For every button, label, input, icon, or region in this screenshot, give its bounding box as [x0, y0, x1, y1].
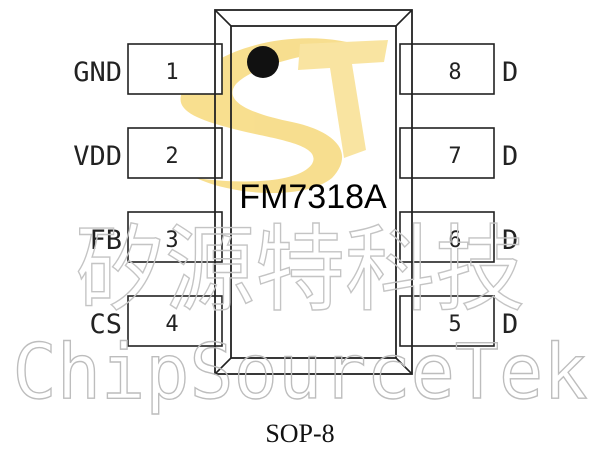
pin-5-lead: [399, 295, 495, 347]
chip-body: FM7318A: [214, 9, 413, 375]
pin-7-lead: [399, 127, 495, 179]
pin-2-name: VDD: [73, 141, 122, 172]
chip-part-number: FM7318A: [239, 178, 387, 216]
pin-7-number: 7: [448, 144, 461, 169]
pin-3-lead: [127, 211, 223, 263]
pin-2: 2 VDD: [73, 127, 223, 179]
pin-1: 1 GND: [73, 43, 223, 95]
logo-swoosh-s: [180, 38, 368, 194]
pin-3-number: 3: [165, 228, 178, 253]
pin-6-lead: [399, 211, 495, 263]
watermark-english: ChipSourceTek: [13, 327, 588, 416]
package-label: SOP-8: [265, 419, 334, 448]
pin-5-number: 5: [448, 312, 461, 337]
pin1-marker-dot: [247, 46, 279, 78]
pin-1-number: 1: [165, 60, 178, 85]
pin-6-number: 6: [448, 228, 461, 253]
chip-outer-outline: [214, 9, 413, 375]
pin-3: 3 FB: [89, 211, 223, 263]
pin-8-number: 8: [448, 60, 461, 85]
logo-swoosh-t: [298, 40, 388, 158]
chip-inner-outline: [230, 25, 397, 359]
pin-7-name: D: [502, 141, 518, 172]
chip-bevel-tl: [214, 9, 232, 27]
pin-1-name: GND: [73, 57, 122, 88]
pin-8-name: D: [502, 57, 518, 88]
pin-4-lead: [127, 295, 223, 347]
chip-bevel-tr: [395, 9, 413, 27]
st-logo-watermark: [180, 38, 388, 194]
chip-bevel-bl: [214, 357, 232, 375]
pin-8-lead: [399, 43, 495, 95]
pin-6-name: D: [502, 225, 518, 256]
pin-7: 7 D: [399, 127, 518, 179]
pin-4-number: 4: [165, 312, 178, 337]
pin-6: 6 D: [399, 211, 518, 263]
pin-2-lead: [127, 127, 223, 179]
pin-5-name: D: [502, 309, 518, 340]
chip-bevel-br: [395, 357, 413, 375]
pin-5: 5 D: [399, 295, 518, 347]
left-pins: 1 GND 2 VDD 3 FB 4 CS: [73, 43, 223, 347]
pin-4-name: CS: [89, 309, 122, 340]
pin-3-name: FB: [89, 225, 122, 256]
pin-4: 4 CS: [89, 295, 223, 347]
pin-2-number: 2: [165, 144, 178, 169]
pin-1-lead: [127, 43, 223, 95]
watermark-chinese: 矽源特科技: [75, 216, 525, 325]
pin-8: 8 D: [399, 43, 518, 95]
right-pins: 8 D 7 D 6 D 5 D: [399, 43, 518, 347]
